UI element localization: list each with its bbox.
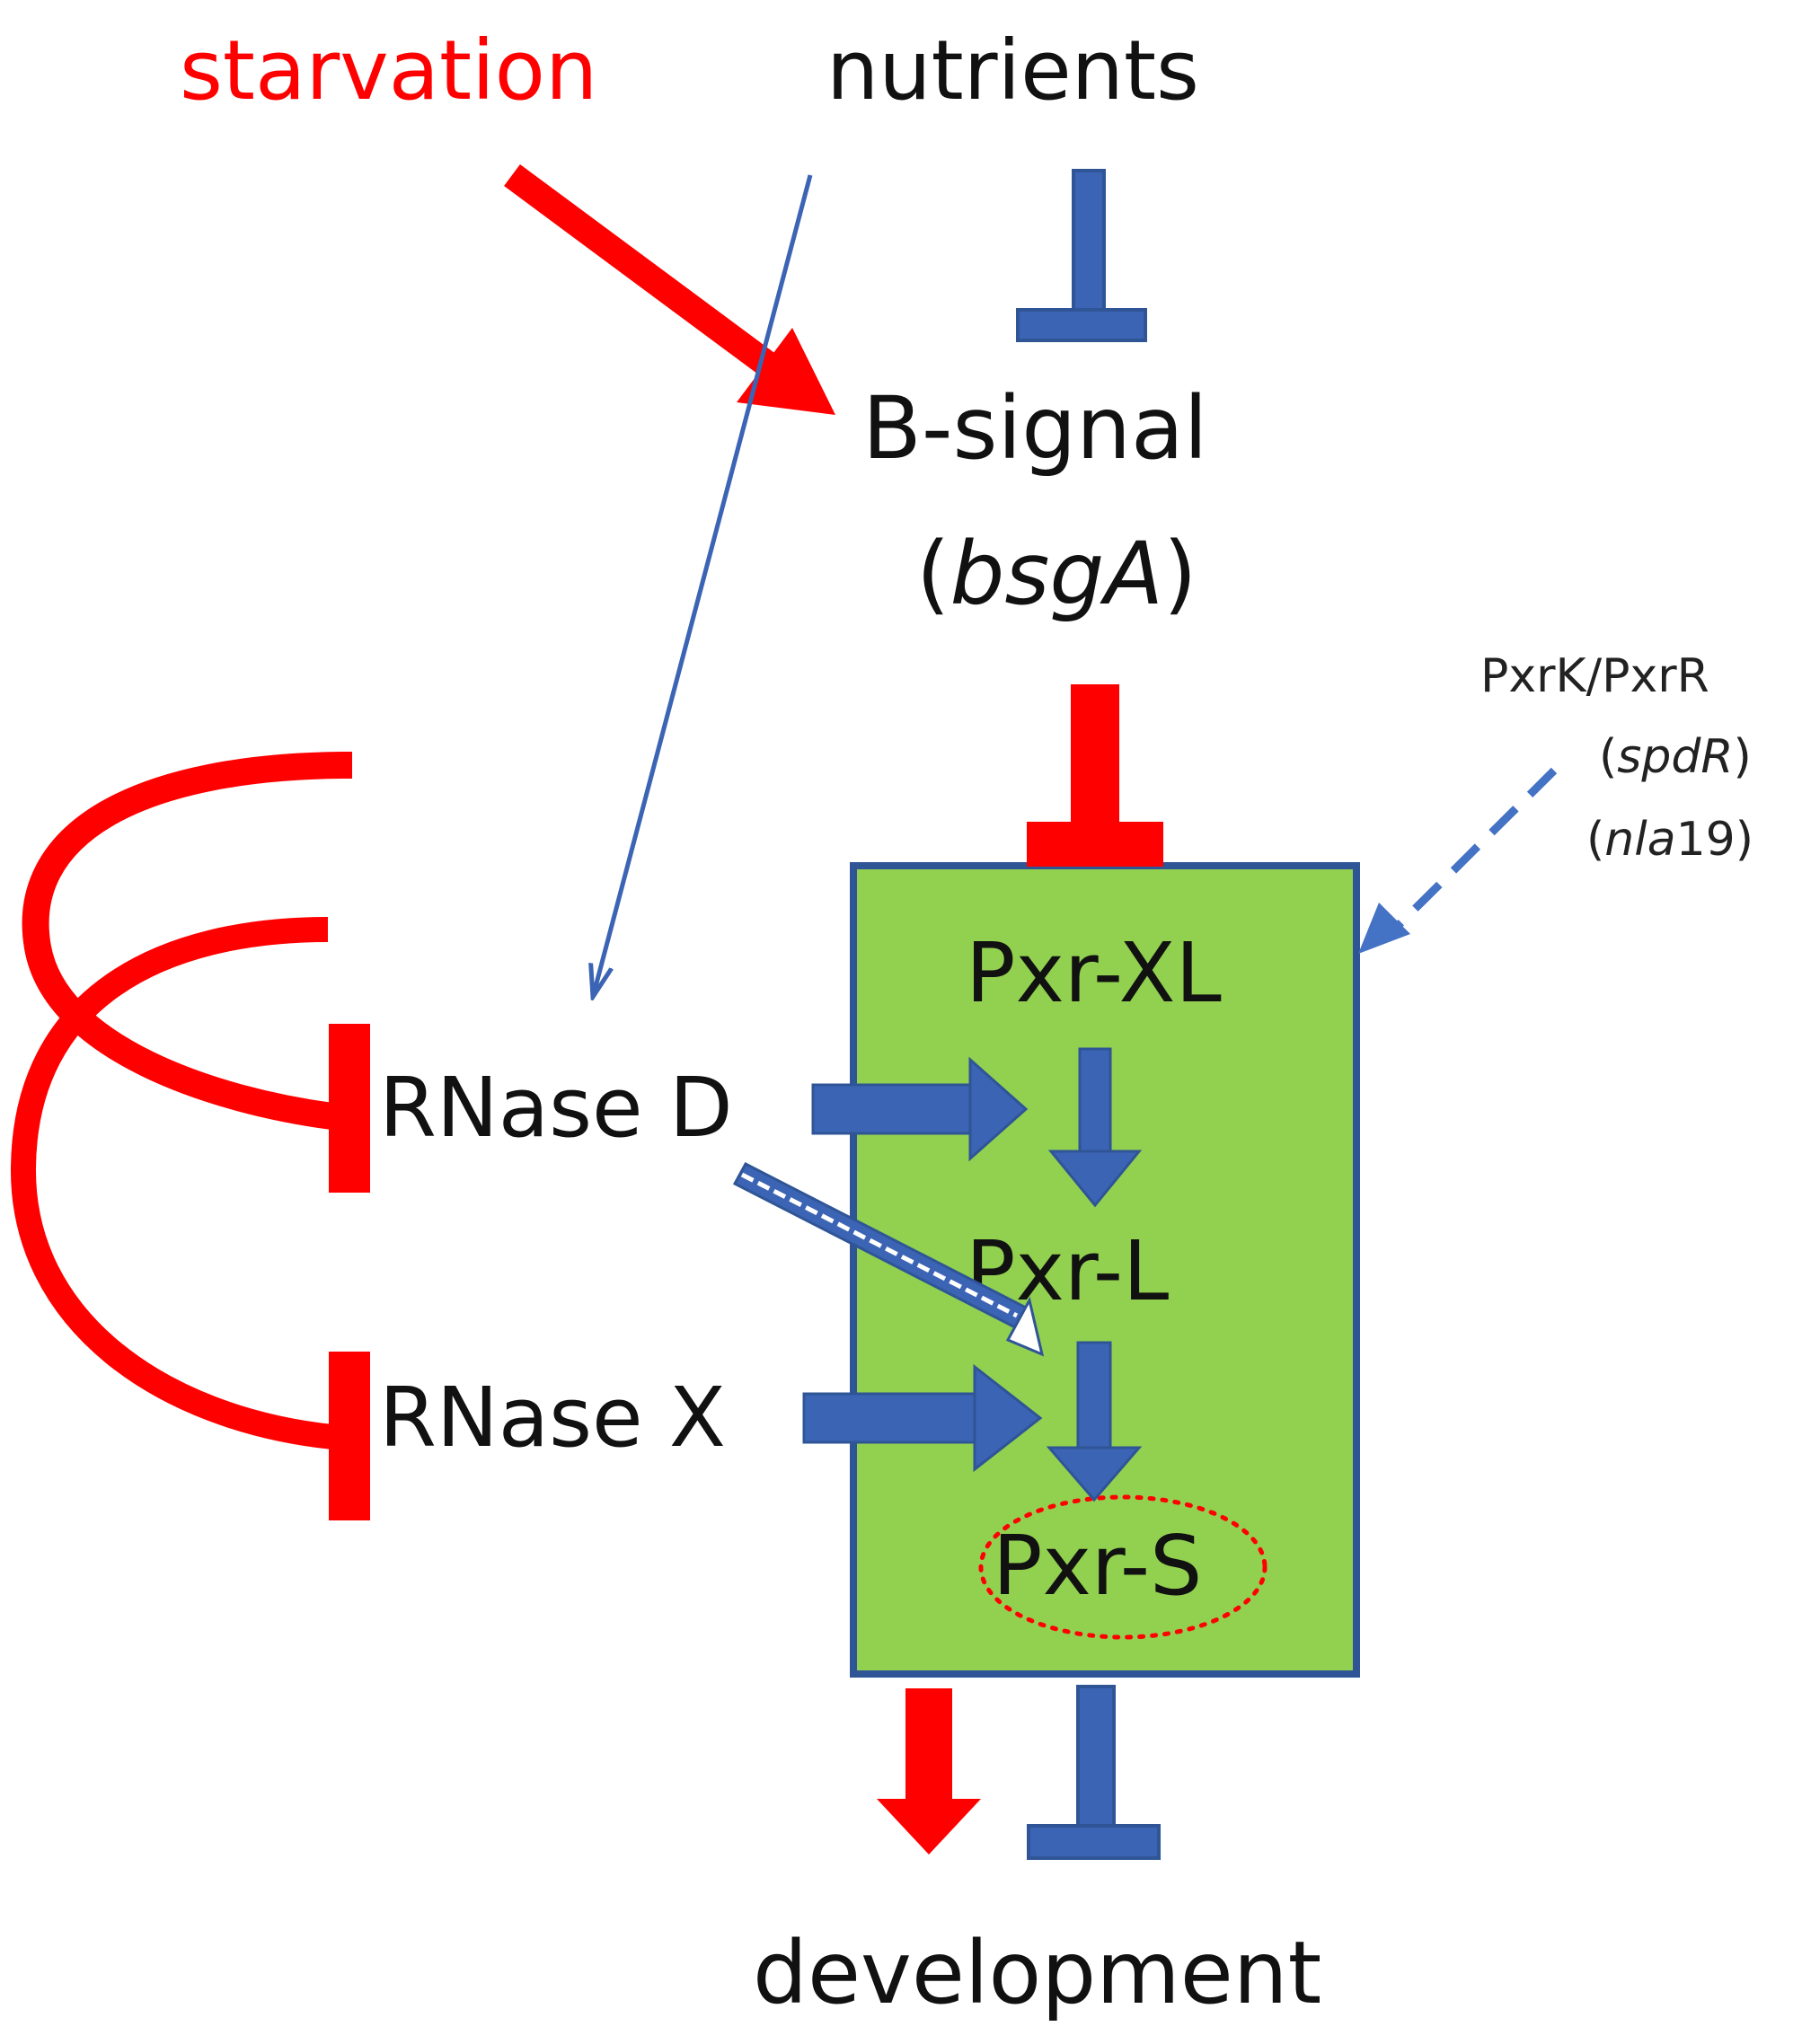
- starvation-activates-rnase-d-arrow: [593, 174, 813, 997]
- pxr-s-highlight-ellipse: [978, 1494, 1268, 1640]
- nutrients-inhibits-b-signal-tbar: [1016, 169, 1147, 342]
- b-signal-inhibits-pxr-tbar: [1027, 684, 1163, 867]
- b-signal-label: B-signal: [862, 378, 1207, 479]
- rnase-d-label: RNase D: [379, 1060, 733, 1156]
- rnase-x-loop-inhibits-rnase-d: [22, 752, 353, 1130]
- pxrk-pxrr-activates-pxr-dashed-arrow: [1358, 767, 1558, 954]
- rnase-d-processing-block-arrow: [811, 1056, 1029, 1162]
- pxr-xl-to-pxr-l-block-arrow: [1047, 1047, 1143, 1208]
- pxr-activates-development-arrow: [877, 1688, 981, 1855]
- starvation-label: starvation: [180, 22, 597, 119]
- starvation-activates-b-signal-arrow: [504, 163, 835, 415]
- pxr-s-label: Pxr-S: [993, 1518, 1202, 1614]
- pxrk-pxrr-label: PxrK/PxrR: [1480, 649, 1709, 703]
- rnase-d-to-pxr-s-hollow-arrow: [732, 1161, 1045, 1357]
- rnase-x-processing-block-arrow: [802, 1363, 1043, 1473]
- spdr-label: (spdR): [1599, 730, 1752, 784]
- bsga-label: (bsgA): [916, 524, 1197, 624]
- development-label: development: [753, 1923, 1321, 2023]
- pxr-xl-label: Pxr-XL: [966, 925, 1222, 1021]
- nla19-label: (nla19): [1586, 813, 1753, 867]
- pxr-inhibits-development-tbar: [1027, 1685, 1161, 1860]
- rnase-d-loop-inhibits-rnase-x: [10, 917, 334, 1449]
- rnase-d-inhibition-bar: [329, 1024, 370, 1193]
- rnase-x-inhibition-bar: [329, 1352, 370, 1520]
- pxr-l-to-pxr-s-block-arrow: [1046, 1341, 1143, 1502]
- rnase-x-label: RNase X: [379, 1370, 726, 1466]
- nutrients-label: nutrients: [826, 22, 1199, 119]
